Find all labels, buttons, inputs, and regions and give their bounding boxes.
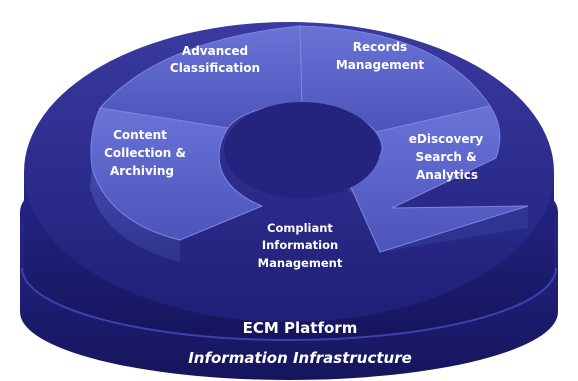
infrastructure-label: Information Infrastructure <box>188 349 412 367</box>
content-collection-line2: Collection & <box>104 146 186 160</box>
ediscovery-line1: eDiscovery <box>409 132 484 146</box>
label-advanced-classification: Advanced Classification <box>170 44 260 75</box>
segment-content-collection <box>90 107 264 241</box>
records-management-line2: Management <box>336 58 425 72</box>
label-content-collection: Content Collection & Archiving <box>104 128 186 178</box>
segment-ring <box>90 25 529 262</box>
records-management-line1: Records <box>353 40 407 54</box>
band-divider <box>21 267 557 341</box>
center-line1: Compliant <box>267 221 333 235</box>
segment-ediscovery <box>334 105 529 253</box>
content-collection-line1: Content <box>113 128 167 142</box>
ring-center-hole <box>224 102 380 198</box>
ediscovery-line3: Analytics <box>416 168 478 182</box>
label-compliant-information-management: Compliant Information Management <box>258 221 343 270</box>
label-records-management: Records Management <box>336 40 425 72</box>
advanced-classification-line1: Advanced <box>182 44 248 58</box>
ediscovery-line2: Search & <box>415 150 476 164</box>
center-line3: Management <box>258 256 343 270</box>
advanced-classification-line2: Classification <box>170 61 260 75</box>
segment-advanced-classification <box>99 25 303 129</box>
center-line2: Information <box>262 238 338 252</box>
platform-label: ECM Platform <box>243 319 358 337</box>
content-collection-line3: Archiving <box>110 164 174 178</box>
label-ediscovery: eDiscovery Search & Analytics <box>409 132 484 182</box>
